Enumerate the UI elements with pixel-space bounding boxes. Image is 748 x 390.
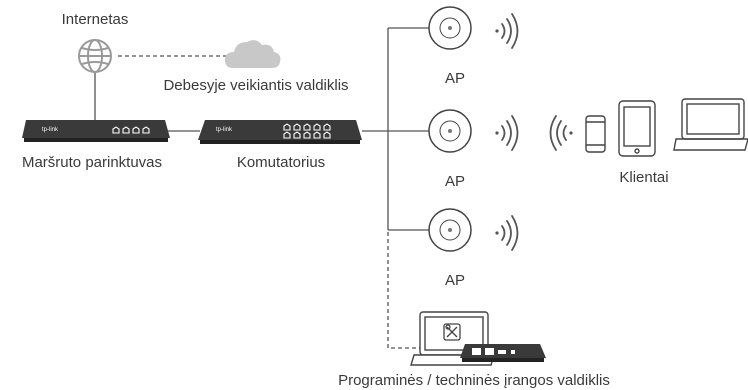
laptop-icon [673, 98, 748, 151]
tablet-icon [618, 100, 656, 157]
access-point-top: AP [428, 6, 519, 87]
ap-middle-label: AP [445, 173, 465, 190]
cloud-icon [225, 40, 281, 68]
connection-lines [94, 27, 430, 349]
wifi-signal-icon [495, 13, 519, 49]
software-controller-label: Programinės / techninės įrangos valdikli… [338, 372, 610, 389]
cloud-controller-label: Debesyje veikiantis valdiklis [163, 77, 348, 94]
access-point-icon [428, 109, 472, 153]
access-point-icon [428, 6, 472, 50]
clients-label: Klientai [619, 169, 668, 186]
access-point-bottom: AP [428, 208, 519, 289]
hardware-controller-icon [460, 344, 546, 362]
access-point-middle: AP [428, 109, 519, 190]
switch-label: Komutatorius [237, 154, 325, 171]
wifi-signal-icon [495, 115, 519, 151]
ap-top-label: AP [445, 70, 465, 87]
client-wifi-signal-icon [549, 115, 573, 151]
switch-logo-text: tp-link [216, 127, 233, 133]
bus-to-controller-dashed-line [387, 232, 420, 349]
tools-icon [443, 323, 461, 341]
wifi-signal-icon [495, 215, 519, 251]
router-icon: tp-link [22, 120, 170, 142]
router-logo-text: tp-link [42, 127, 59, 133]
phone-icon [585, 115, 606, 153]
ap-bottom-label: AP [445, 272, 465, 289]
globe-icon [78, 39, 112, 73]
switch-icon: tp-link [198, 120, 362, 144]
access-point-icon [428, 208, 472, 252]
router-label: Maršruto parinktuvas [22, 154, 162, 171]
internet-label: Internetas [62, 11, 129, 28]
